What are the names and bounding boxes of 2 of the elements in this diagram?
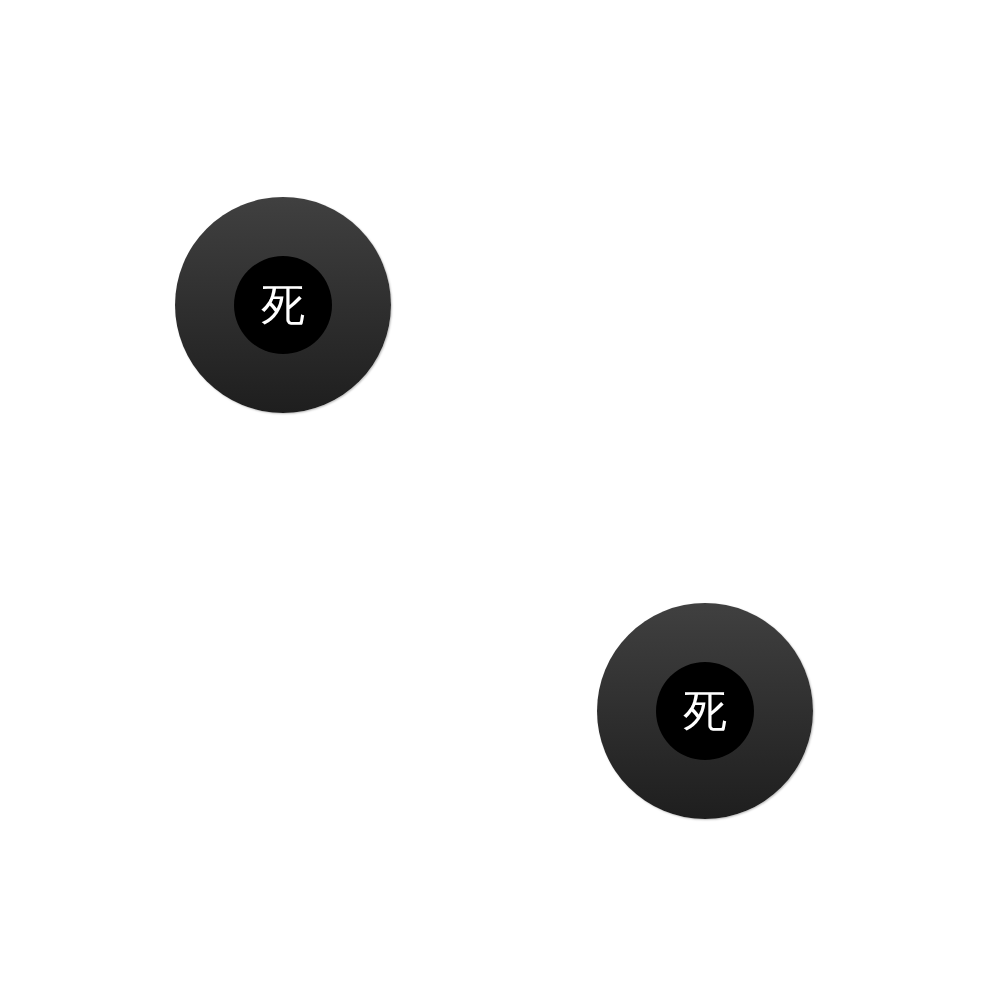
badge-glyph: 死 [261,283,305,327]
badge-glyph: 死 [683,689,727,733]
